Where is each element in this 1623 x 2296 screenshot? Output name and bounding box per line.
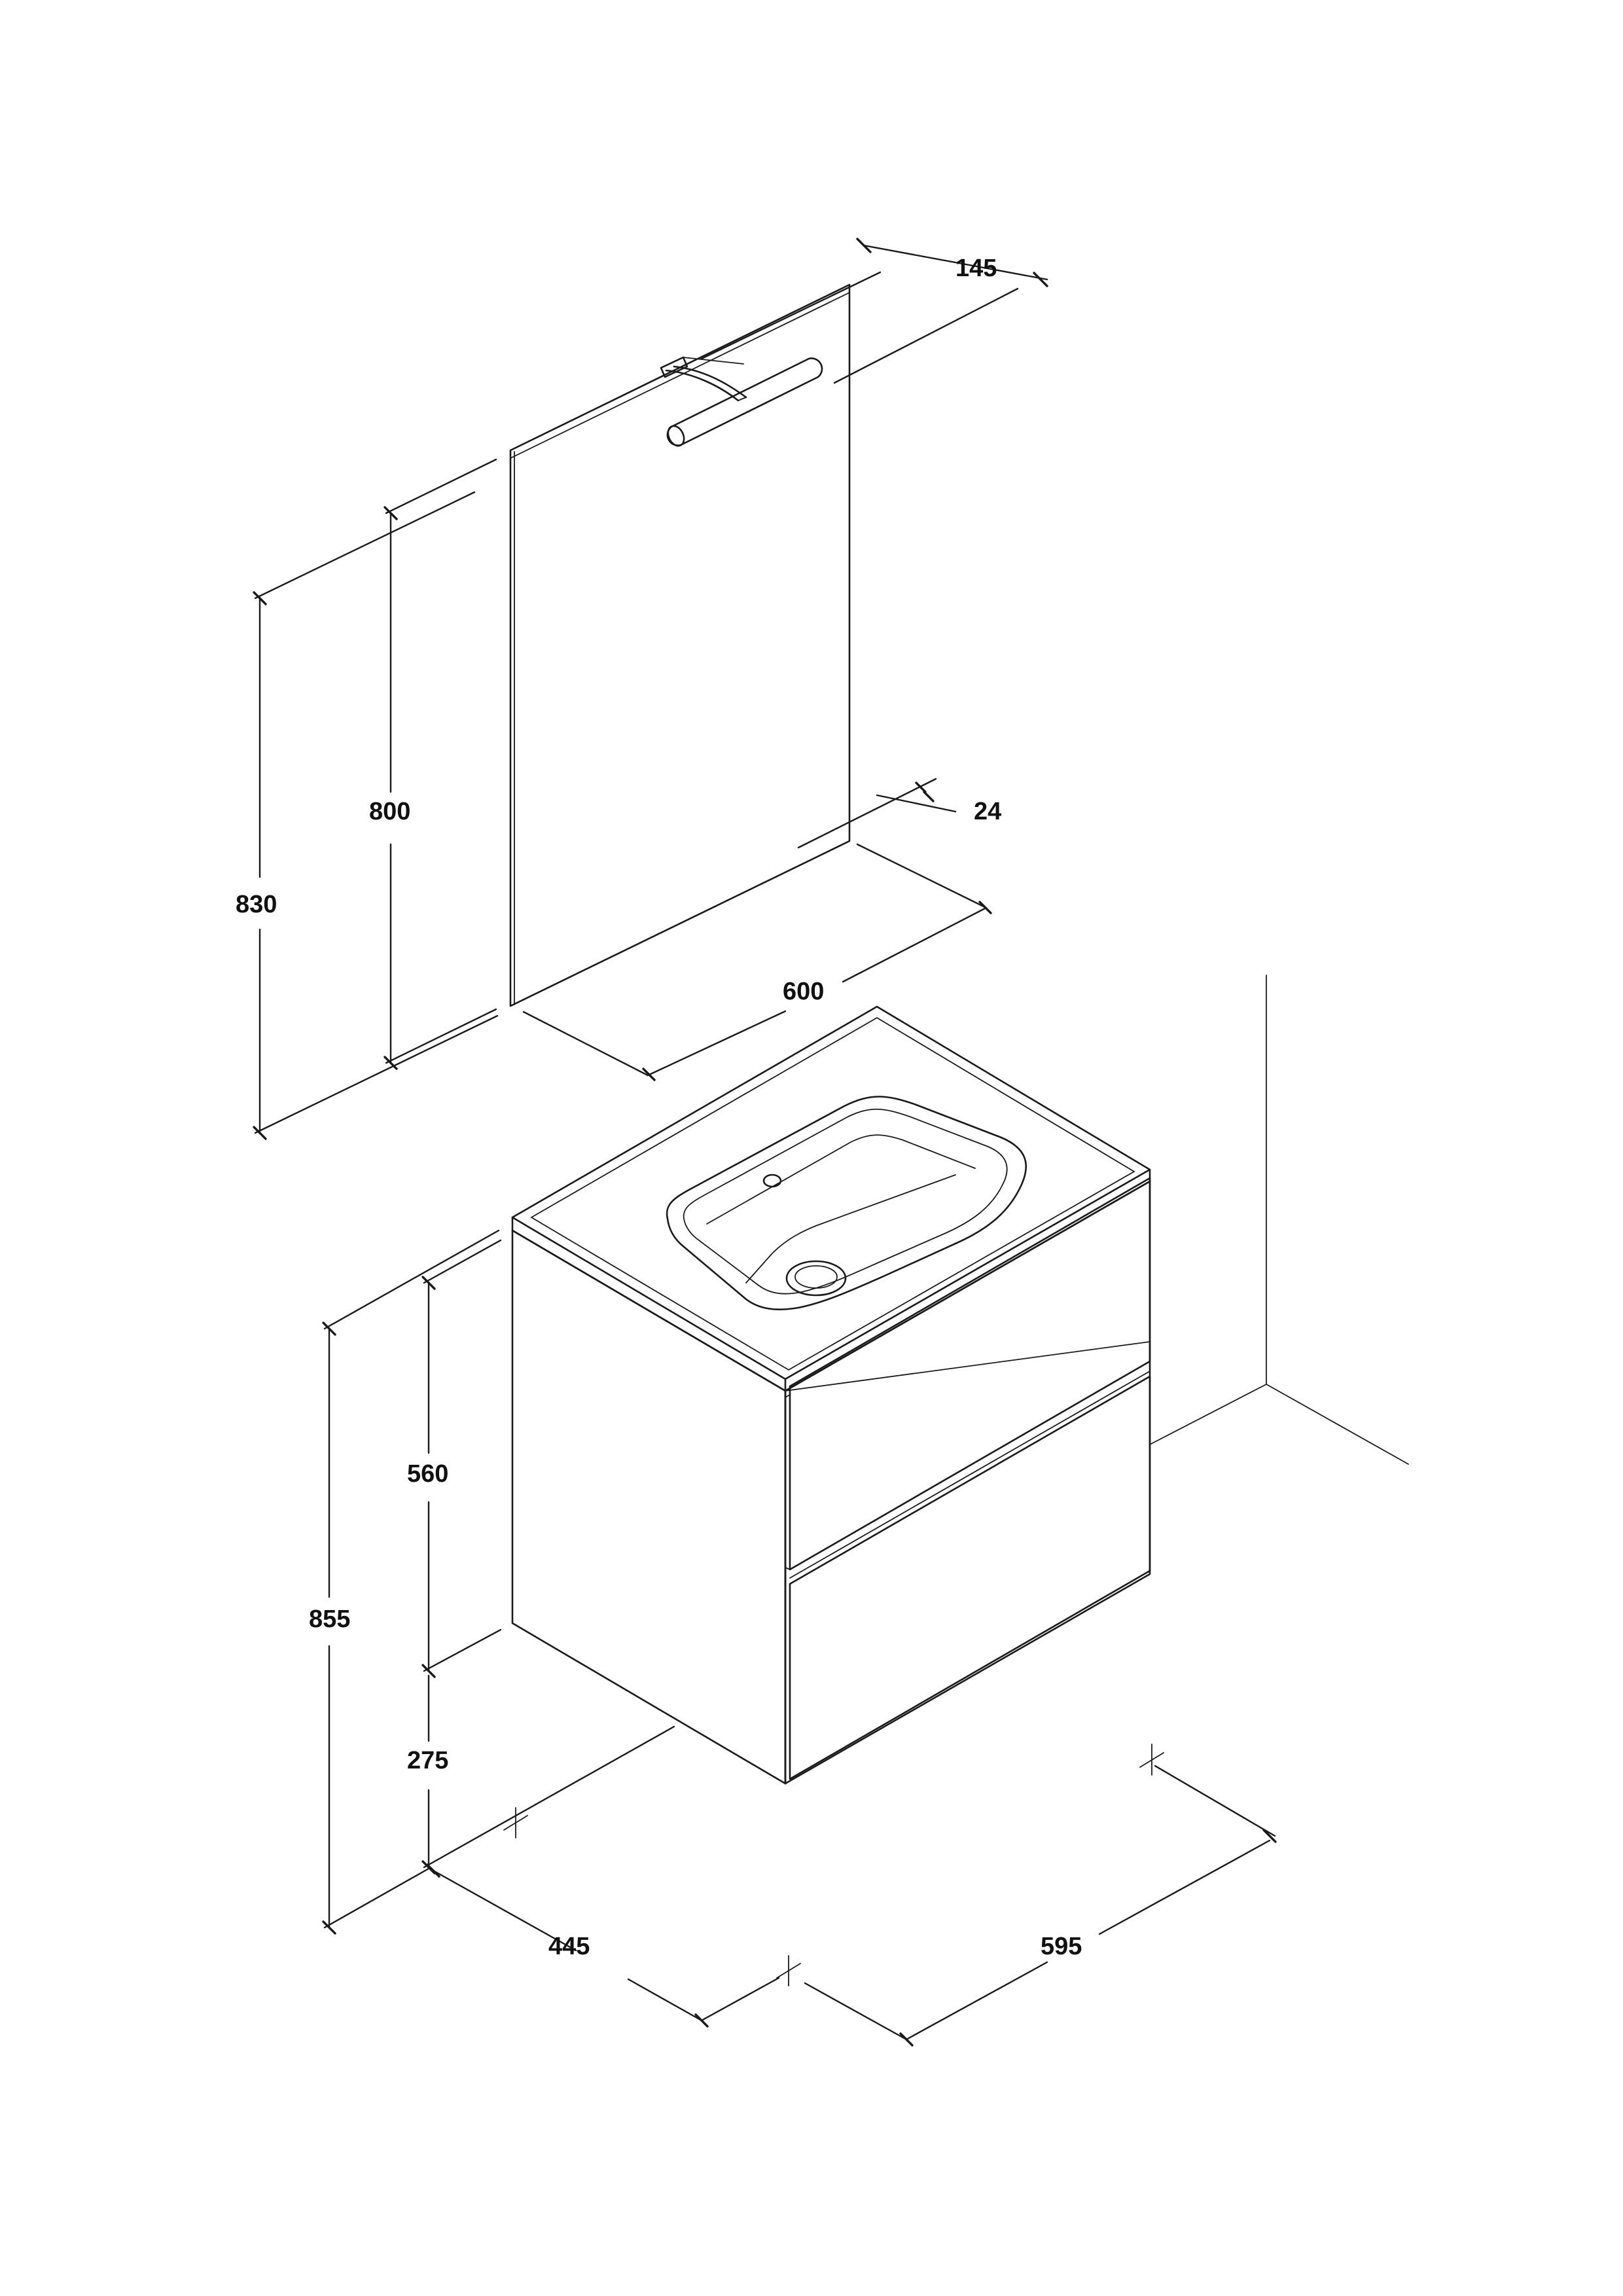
countertop [511,1005,1151,1380]
dimension-mirror-height: 800 [369,458,497,1070]
dim-label-800: 800 [369,798,410,825]
drawer-lower [789,1371,1151,1780]
drain-icon [785,1260,847,1297]
dimension-wall-gap: 275 [407,1674,675,1874]
dimension-total-height: 855 [309,1229,500,1935]
dim-label-445: 445 [548,1933,590,1960]
dim-label-830: 830 [236,891,277,918]
dimension-cabinet-width: 595 [804,1744,1277,2047]
wall-corner [1149,975,1409,1465]
lamp-icon [666,357,823,447]
dim-label-24: 24 [974,798,1001,825]
dim-label-855: 855 [309,1605,350,1633]
dimension-mirror-thickness: 24 [797,778,1001,849]
overflow-icon [762,1174,782,1188]
dim-label-595: 595 [1041,1933,1082,1960]
dim-label-145: 145 [955,255,997,282]
basin [666,1096,1027,1310]
dimension-cabinet-depth: 445 [426,1807,801,2028]
mirror-panel [509,283,851,1007]
mirror-assembly [509,283,851,1007]
dimension-mirror-depth: 145 [700,238,1048,384]
cabinet-side [511,1229,787,1785]
dimension-cabinet-height: 560 [407,1239,502,1678]
dim-label-275: 275 [407,1747,448,1774]
dimension-mirror-width: 600 [522,843,992,1081]
dim-label-600: 600 [783,978,824,1005]
vanity-unit [511,1005,1151,1785]
dimension-mirror-mount-height: 830 [236,491,499,1140]
dim-label-560: 560 [407,1460,448,1488]
